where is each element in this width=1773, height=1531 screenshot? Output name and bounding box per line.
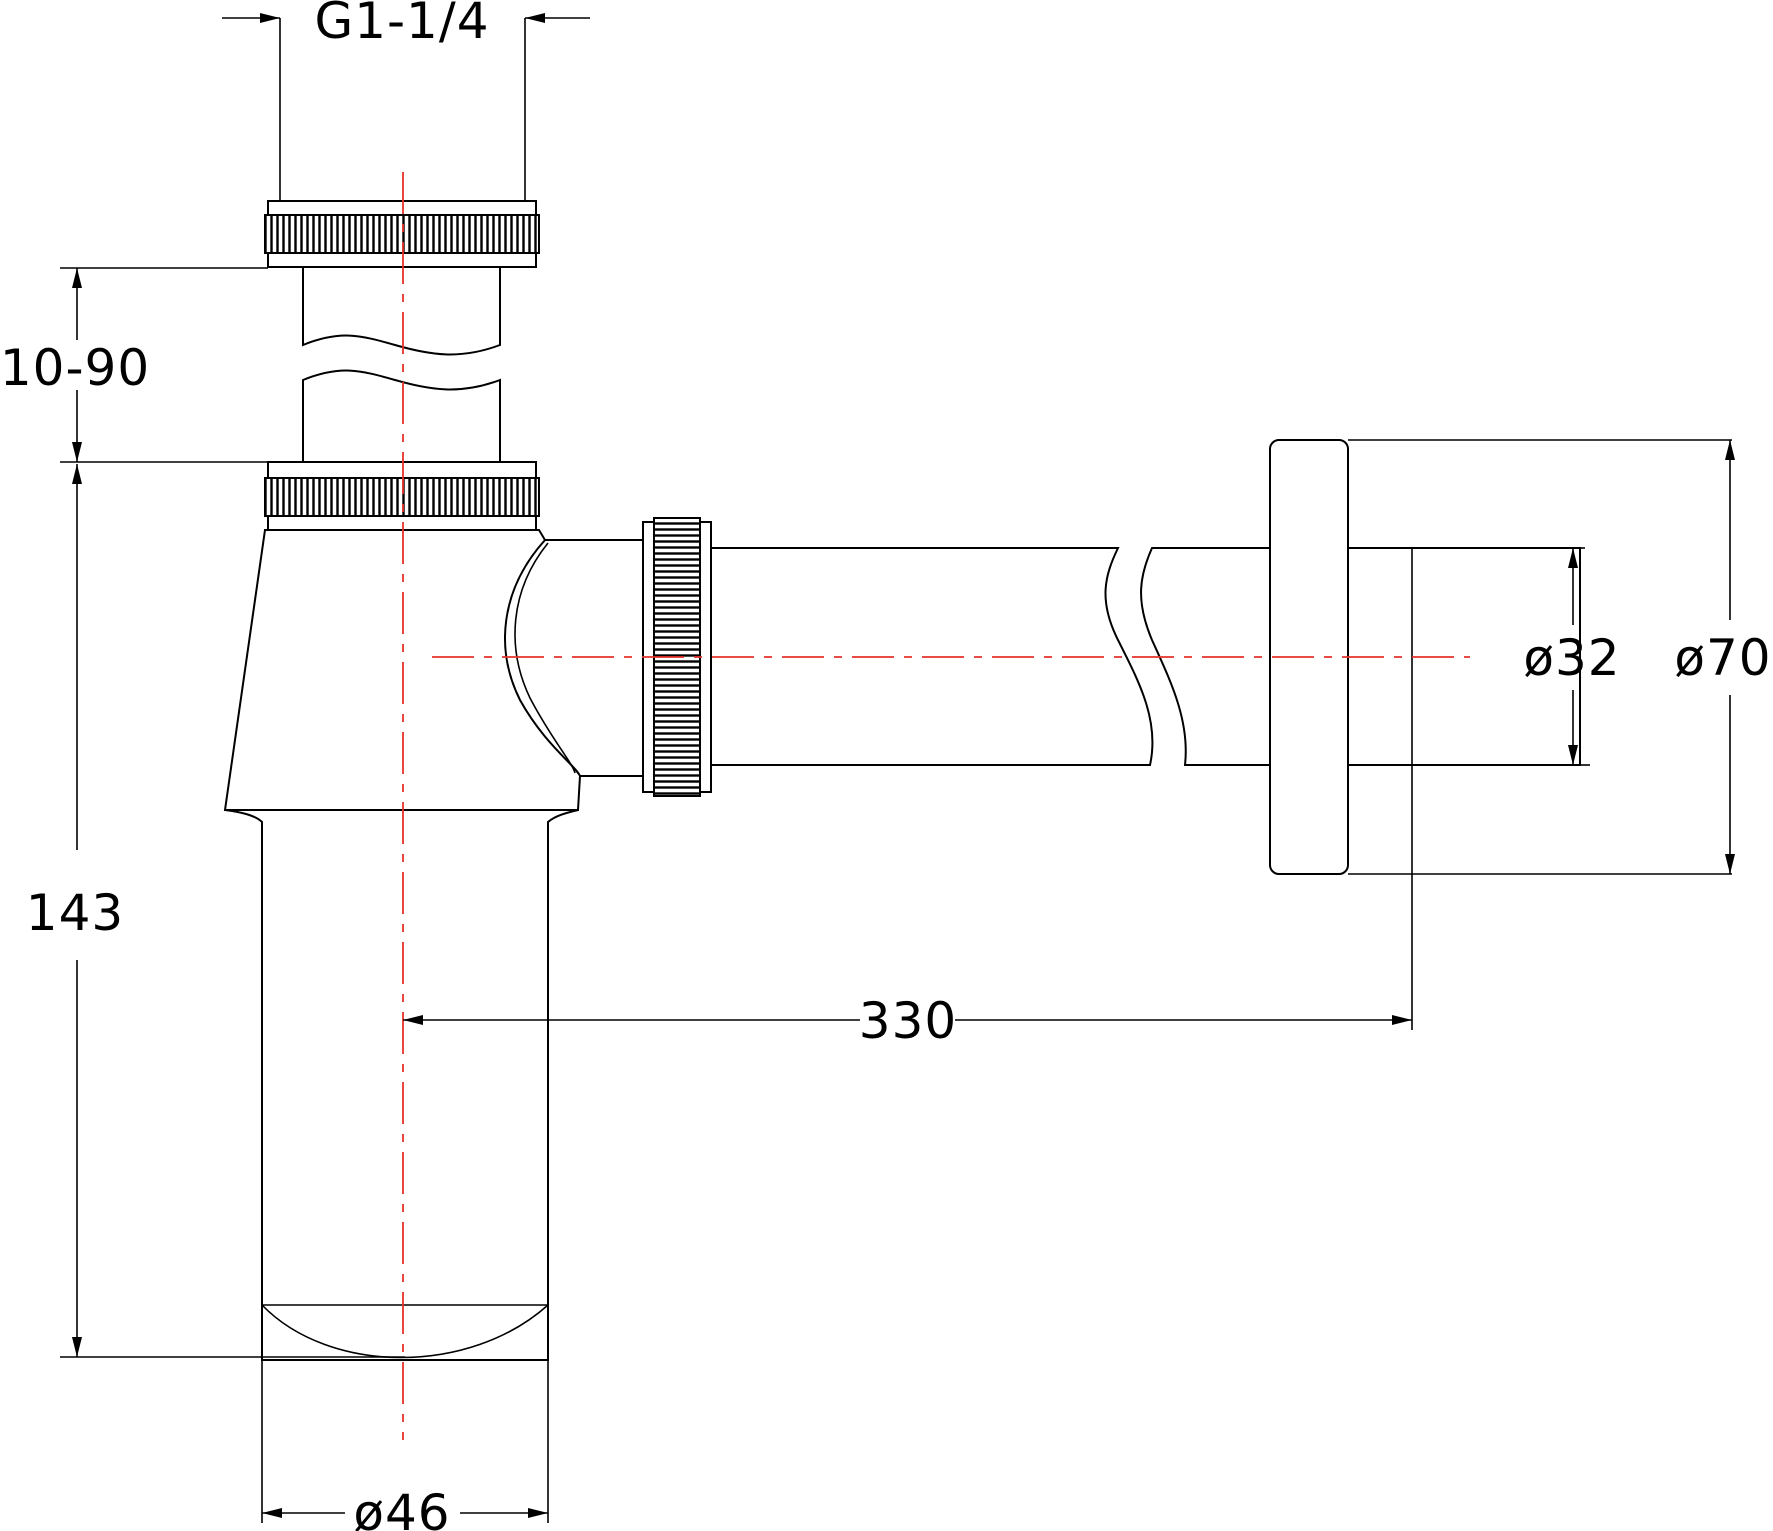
height-adjust-label: 10-90: [0, 339, 150, 397]
dimension-height-adjust: 10-90: [0, 267, 268, 463]
outlet-length-label: 330: [859, 992, 957, 1050]
dimension-thread: G1-1/4: [222, 0, 590, 50]
centerlines: [402, 172, 1470, 1440]
flange-diameter-label: ø70: [1674, 629, 1771, 687]
dimension-total-height: 143: [26, 464, 405, 1358]
middle-threaded-nut: [264, 461, 540, 531]
dimension-outlet-length: 330: [403, 992, 1412, 1050]
thread-size-label: G1-1/4: [314, 0, 489, 50]
bottle-diameter-label: ø46: [353, 1484, 450, 1531]
dimension-pipe-diameter: ø32: [1523, 548, 1620, 766]
dimension-flange-diameter: ø70: [1674, 440, 1771, 874]
total-height-label: 143: [26, 884, 124, 942]
pipe-diameter-label: ø32: [1523, 629, 1620, 687]
trap-body: [223, 529, 644, 811]
bottle-cup: [224, 809, 579, 1523]
telescopic-tube: [302, 266, 501, 465]
dimension-bottle-diameter: ø46: [262, 1484, 548, 1531]
top-threaded-nut: [264, 18, 540, 268]
